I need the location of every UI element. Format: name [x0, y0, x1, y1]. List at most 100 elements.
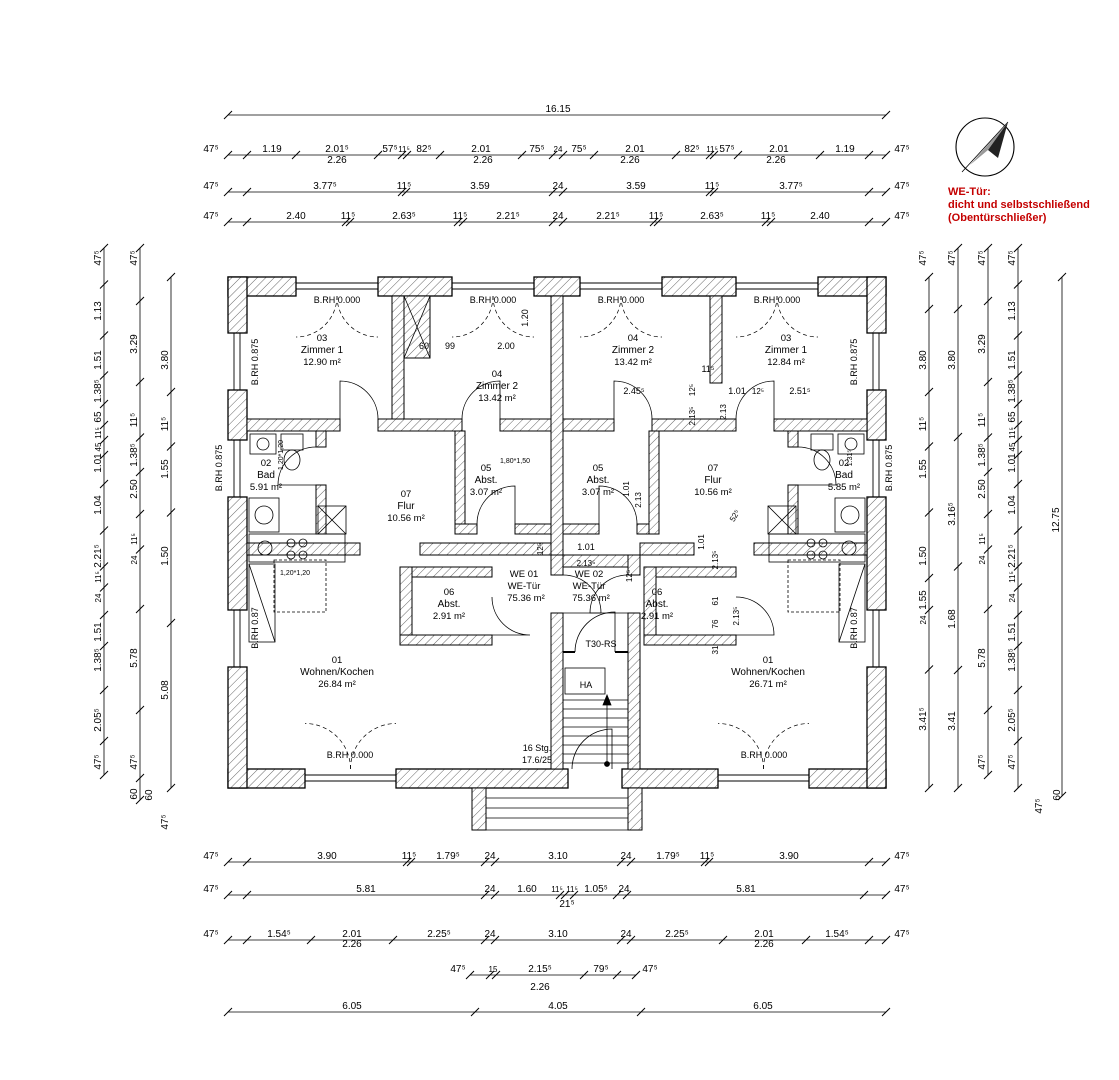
dim-line [1013, 280, 1023, 289]
dim-line [341, 217, 351, 227]
dim-line [402, 150, 412, 160]
dim-line [815, 150, 825, 160]
room-name: Bad [257, 470, 275, 481]
dim-line [242, 890, 252, 900]
dim-line [859, 890, 869, 900]
dim-label: 1.01 [577, 542, 595, 552]
dim-label: B.RH 0.000 [598, 295, 645, 305]
dim-label: 47⁵ [918, 250, 929, 265]
dim-label: 2.40 [810, 211, 830, 222]
dim-line [470, 1007, 480, 1017]
apartment-door-label: WE-Tür [573, 581, 606, 592]
dim-line [558, 187, 568, 197]
dim-label: 24 [978, 555, 987, 564]
room-name: Zimmer 1 [301, 345, 344, 356]
dim-line [612, 970, 622, 980]
dim-label: 47⁵ [203, 851, 218, 862]
dim-label: 2.26 [327, 155, 347, 166]
dim-label: 2.05⁵ [1007, 708, 1018, 732]
dim-line [983, 377, 993, 387]
dim-label: 2.51⁵ [789, 386, 811, 396]
dim-line [223, 187, 233, 197]
dim-label: 47⁵ [203, 144, 218, 155]
window-swing-arcs [295, 295, 819, 770]
room-number: 05 [481, 463, 492, 474]
dim-line [579, 970, 589, 980]
dim-label: 24 [130, 555, 139, 564]
dim-line [924, 387, 934, 397]
dim-line [480, 935, 490, 945]
dim-label: 47⁵ [894, 884, 909, 895]
dim-label: 2.26 [473, 155, 493, 166]
dim-label: 47⁵ [203, 929, 218, 940]
dim-label: 2.50 [977, 479, 988, 499]
room-area: 2.91 m² [641, 611, 673, 622]
dim-label: 1.68 [947, 609, 958, 629]
dim-line [953, 243, 963, 253]
dim-label: B.RH 0.875 [884, 445, 894, 492]
dim-label: 1.01 [1007, 453, 1018, 473]
dim-label: 11⁵ [341, 211, 356, 222]
dim-line [135, 433, 145, 442]
dim-line [622, 890, 632, 900]
dim-line [636, 1007, 646, 1017]
dim-line [924, 442, 934, 451]
outer-walls [227, 276, 887, 789]
dim-line [99, 420, 109, 430]
dim-label: 47⁵ [1007, 754, 1018, 769]
dim-label: B.RH 0.87 [250, 607, 260, 649]
dim-line [490, 935, 500, 945]
dim-label: 1.55 [918, 590, 929, 610]
dim-label: 1.50 [160, 546, 171, 566]
dim-line [135, 296, 145, 306]
dim-line [402, 857, 412, 867]
dim-label: 6.05 [342, 1001, 362, 1012]
dim-line [99, 641, 109, 651]
room-area: 10.56 m² [694, 487, 732, 498]
dim-line [1013, 641, 1023, 651]
dim-line [1013, 450, 1023, 460]
dim-label: 2.13⁵ [688, 407, 697, 426]
dim-line [242, 857, 252, 867]
dim-label: 11⁵ [701, 364, 714, 374]
dim-label: 1.31⁵ [847, 450, 854, 467]
room-number: 02 [261, 458, 272, 469]
dim-label: 1.01 [622, 481, 631, 497]
dim-label: 24 [620, 851, 632, 862]
dim-line [612, 890, 622, 900]
dim-line [558, 217, 568, 227]
dim-line [953, 783, 963, 793]
dim-label: 60 [144, 789, 155, 801]
dim-line [1013, 526, 1023, 535]
dim-label: 11⁵ [566, 885, 578, 894]
dim-label: 1.51 [1007, 350, 1018, 370]
dim-label: 2.01 [471, 144, 491, 155]
dim-label: 24 [484, 884, 496, 895]
dim-label: 2.13⁵ [711, 551, 720, 570]
dim-label: 3.59 [626, 181, 646, 192]
dim-label: 47⁵ [894, 851, 909, 862]
dim-line [953, 304, 963, 314]
dim-label: 1,80*1,50 [500, 458, 530, 465]
dim-line [517, 150, 527, 160]
dim-line [953, 432, 963, 442]
dim-label: 1.38⁵ [1007, 648, 1018, 672]
room-name: Abst. [438, 599, 461, 610]
dim-label: 2.50 [129, 479, 140, 499]
dim-line [864, 217, 874, 227]
dim-label: 47⁵ [894, 211, 909, 222]
dim-line [99, 583, 109, 592]
dim-line [458, 217, 468, 227]
dim-line [242, 187, 252, 197]
room-name: Zimmer 2 [612, 345, 655, 356]
dim-line [761, 217, 771, 227]
dim-label: 61 [711, 596, 720, 605]
room-area: 2.91 m² [433, 611, 465, 622]
dim-line [223, 857, 233, 867]
dim-line [306, 935, 316, 945]
dim-line [626, 935, 636, 945]
dim-label: 11⁵ [453, 211, 468, 222]
dim-line [223, 150, 233, 160]
